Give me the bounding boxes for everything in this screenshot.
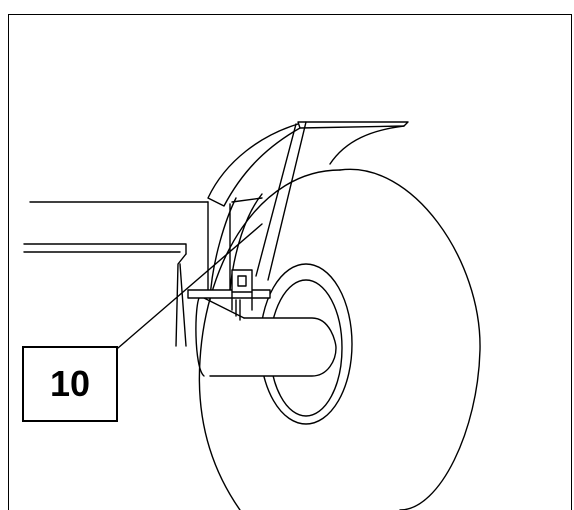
frame-beams	[23, 197, 263, 347]
axle-stub	[195, 201, 337, 377]
callout-number: 10	[49, 363, 91, 404]
mudguard	[207, 121, 409, 207]
callout-leader-line	[117, 223, 263, 349]
diagram-frame	[8, 14, 572, 510]
fender-strut	[187, 121, 307, 321]
callout-box: 10	[22, 346, 118, 422]
